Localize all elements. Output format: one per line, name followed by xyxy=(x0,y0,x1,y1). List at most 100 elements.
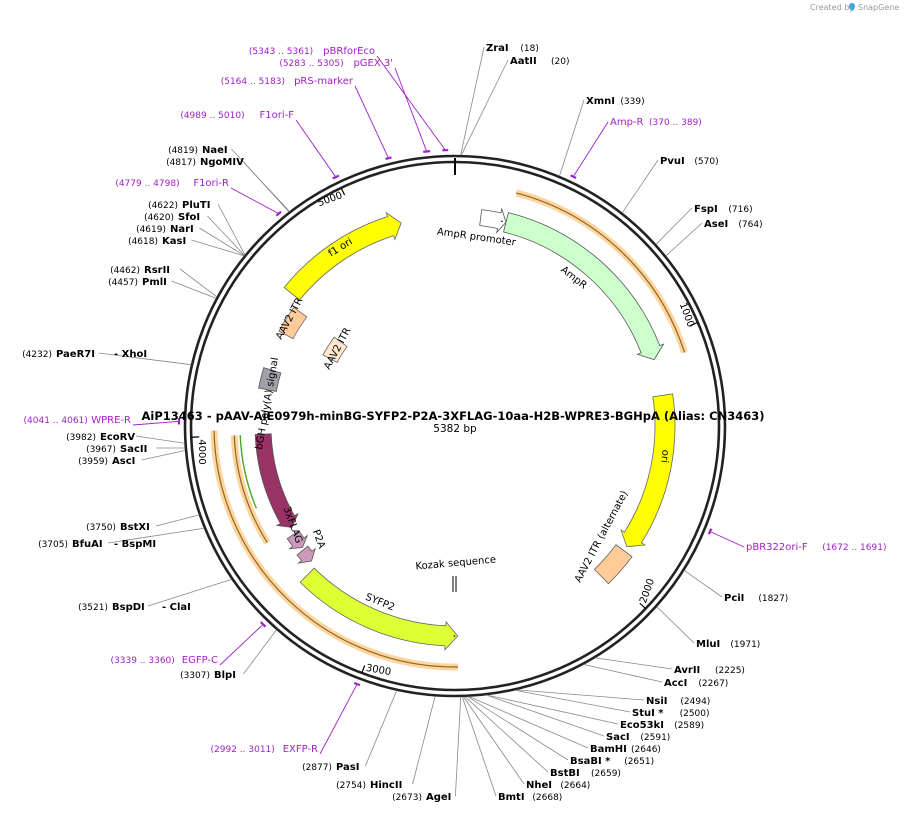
enzyme-site-kasi[interactable]: KasI(4618) xyxy=(128,236,186,247)
enzyme-leader xyxy=(107,527,205,544)
primer-exfp-r[interactable]: EXFP-R(2992 .. 3011) xyxy=(211,681,361,755)
primer-name: Amp-R xyxy=(610,117,644,128)
enzyme-site-stui[interactable]: StuI *(2500) xyxy=(632,708,710,719)
enzyme-name: FspI xyxy=(694,204,718,215)
enzyme-site-aatii[interactable]: AatII(20) xyxy=(510,56,569,67)
feature-aav2-itr-10[interactable] xyxy=(278,306,308,340)
enzyme-site-avrii[interactable]: AvrII(2225) xyxy=(674,665,745,676)
feature-aav2-itr-11[interactable] xyxy=(322,336,348,363)
enzyme-position: (1971) xyxy=(730,640,760,650)
feature-ampr-1[interactable] xyxy=(503,212,665,361)
enzyme-name: - XhoI xyxy=(114,349,147,360)
primer-leader xyxy=(230,187,279,215)
enzyme-site-bsabi[interactable]: BsaBI *(2651) xyxy=(570,756,654,767)
enzyme-site-rsrii[interactable]: RsrII(4462) xyxy=(110,265,170,276)
primer-pgex-3[interactable]: pGEX 3'(5283 .. 5305) xyxy=(279,58,431,153)
tick-mark-2000 xyxy=(639,602,647,610)
enzyme-site-asei[interactable]: AseI(764) xyxy=(704,219,763,230)
enzyme-site-ngomiv[interactable]: NgoMIV(4817) xyxy=(166,157,244,168)
enzyme-site-nari[interactable]: NarI(4619) xyxy=(136,224,194,235)
enzyme-name: SacII xyxy=(120,444,147,455)
feature-f1-ori-12[interactable] xyxy=(283,211,402,301)
enzyme-site-bstxi[interactable]: BstXI(3750) xyxy=(86,522,150,533)
feature-syfp2-5[interactable] xyxy=(299,567,459,651)
enzyme-position: (2591) xyxy=(640,733,670,743)
enzyme-site-mlui[interactable]: MluI(1971) xyxy=(696,639,760,650)
primer-mark xyxy=(259,621,267,628)
enzyme-site-saci[interactable]: SacI (2591) xyxy=(606,732,670,743)
enzyme-name: BmtI xyxy=(498,792,525,803)
primer-leader xyxy=(394,67,428,152)
enzyme-site-naei[interactable]: NaeI(4819) xyxy=(168,145,228,156)
enzyme-site-sacii[interactable]: SacII(3967) xyxy=(86,444,147,455)
enzyme-site-hincii[interactable]: HincII(2754) xyxy=(336,780,402,791)
enzyme-site-blpi[interactable]: BlpI(3307) xyxy=(180,670,236,681)
enzyme-site-pasi[interactable]: PasI(2877) xyxy=(302,762,359,773)
primer-egfp-c[interactable]: EGFP-C(3339 .. 3360) xyxy=(111,621,267,666)
primer-f1ori-r[interactable]: F1ori-R(4779 .. 4798) xyxy=(115,178,282,217)
enzyme-site-pmli[interactable]: PmlI (4457) xyxy=(108,277,167,288)
primer-f1ori-f[interactable]: F1ori-F(4989 .. 5010) xyxy=(180,110,340,180)
credit-app: SnapGene xyxy=(858,3,899,12)
enzyme-position: (20) xyxy=(551,57,569,67)
orf-line-2 xyxy=(233,435,268,544)
enzyme-name: SacI xyxy=(606,732,630,743)
enzyme-site-asci[interactable]: AscI(3959) xyxy=(78,456,135,467)
feature-aav2-itr-alternate-3[interactable] xyxy=(593,544,633,585)
primer-name: EGFP-C xyxy=(182,655,218,666)
enzyme-site-bstbi[interactable]: BstBI(2659) xyxy=(550,768,621,779)
enzyme-site-fspi[interactable]: FspI(716) xyxy=(694,204,753,215)
enzyme-site-xmni[interactable]: XmnI(339) xyxy=(586,96,645,107)
enzyme-site-bamhi[interactable]: BamHI(2646) xyxy=(590,744,661,755)
primer-leader xyxy=(219,624,264,666)
feature-bgh-poly-a-signal-9[interactable] xyxy=(258,367,282,392)
enzyme-position: (764) xyxy=(738,220,762,230)
feature-p2a-6[interactable] xyxy=(296,545,316,564)
enzyme-site-zrai[interactable]: ZraI(18) xyxy=(486,43,539,54)
enzyme-leader xyxy=(487,694,619,725)
enzyme-site-bmti[interactable]: BmtI(2668) xyxy=(498,792,562,803)
enzyme-position: (2664) xyxy=(560,781,590,791)
enzyme-site-agei[interactable]: AgeI(2673) xyxy=(392,792,451,803)
enzyme-site-xhoi[interactable]: - XhoI xyxy=(114,349,147,360)
primer-prs-marker[interactable]: pRS-marker(5164 .. 5183) xyxy=(221,76,392,160)
feature-h2b-8[interactable] xyxy=(254,433,299,528)
primer-amp-r[interactable]: Amp-R(370 .. 389) xyxy=(570,117,702,179)
enzyme-site-bspdi[interactable]: BspDI(3521) xyxy=(78,602,145,613)
enzyme-site-pvui[interactable]: PvuI(570) xyxy=(660,156,719,167)
enzyme-site-ecorv[interactable]: EcoRV(3982) xyxy=(66,432,135,443)
primer-pbr322ori-f[interactable]: pBR322ori-F(1672 .. 1691) xyxy=(707,528,887,553)
primer-pbrforeco[interactable]: pBRforEco(5343 .. 5361) xyxy=(249,46,449,152)
enzyme-site-clai[interactable]: - ClaI xyxy=(162,602,191,613)
enzyme-site-pluti[interactable]: PluTI(4622) xyxy=(148,200,210,211)
enzyme-site-nsii[interactable]: NsiI(2494) xyxy=(646,696,710,707)
enzyme-site-sfoi[interactable]: SfoI(4620) xyxy=(144,212,200,223)
feature-label-p2a-6: P2A xyxy=(310,528,327,550)
enzyme-leader xyxy=(141,450,186,461)
enzyme-name: EcoRV xyxy=(100,432,135,443)
enzyme-site-bfuai[interactable]: BfuAI(3705) xyxy=(38,539,103,550)
primer-wpre-r[interactable]: WPRE-R(4041 .. 4061) xyxy=(24,415,181,426)
enzyme-leader xyxy=(455,696,462,797)
enzyme-name: PmlI xyxy=(142,277,167,288)
feature-ori-2[interactable] xyxy=(620,393,676,548)
enzyme-position: (4457) xyxy=(108,278,138,288)
feature-ampr-promoter-0[interactable] xyxy=(479,207,507,234)
enzyme-site-bspmi[interactable]: - BspMI xyxy=(114,539,156,550)
feature-3xflag-7[interactable] xyxy=(286,530,309,550)
enzyme-name: NaeI xyxy=(202,145,228,156)
snapgene-logo-icon xyxy=(849,3,855,11)
enzyme-name: XmnI xyxy=(586,96,615,107)
enzyme-leader xyxy=(217,203,246,256)
enzyme-site-eco53ki[interactable]: Eco53kI(2589) xyxy=(620,720,704,731)
enzyme-position: (4817) xyxy=(166,158,196,168)
enzyme-position: (2589) xyxy=(674,721,704,731)
orf-line-1 xyxy=(213,430,459,668)
enzyme-name: KasI xyxy=(162,236,186,247)
tick-label-4000: 4000 xyxy=(196,439,207,464)
enzyme-site-paer7i[interactable]: PaeR7I(4232) xyxy=(22,349,95,360)
credit-text: Created by xyxy=(810,3,854,12)
enzyme-site-pcii[interactable]: PciI(1827) xyxy=(724,593,788,604)
enzyme-site-acci[interactable]: AccI(2267) xyxy=(664,678,728,689)
enzyme-site-nhei[interactable]: NheI(2664) xyxy=(526,780,590,791)
